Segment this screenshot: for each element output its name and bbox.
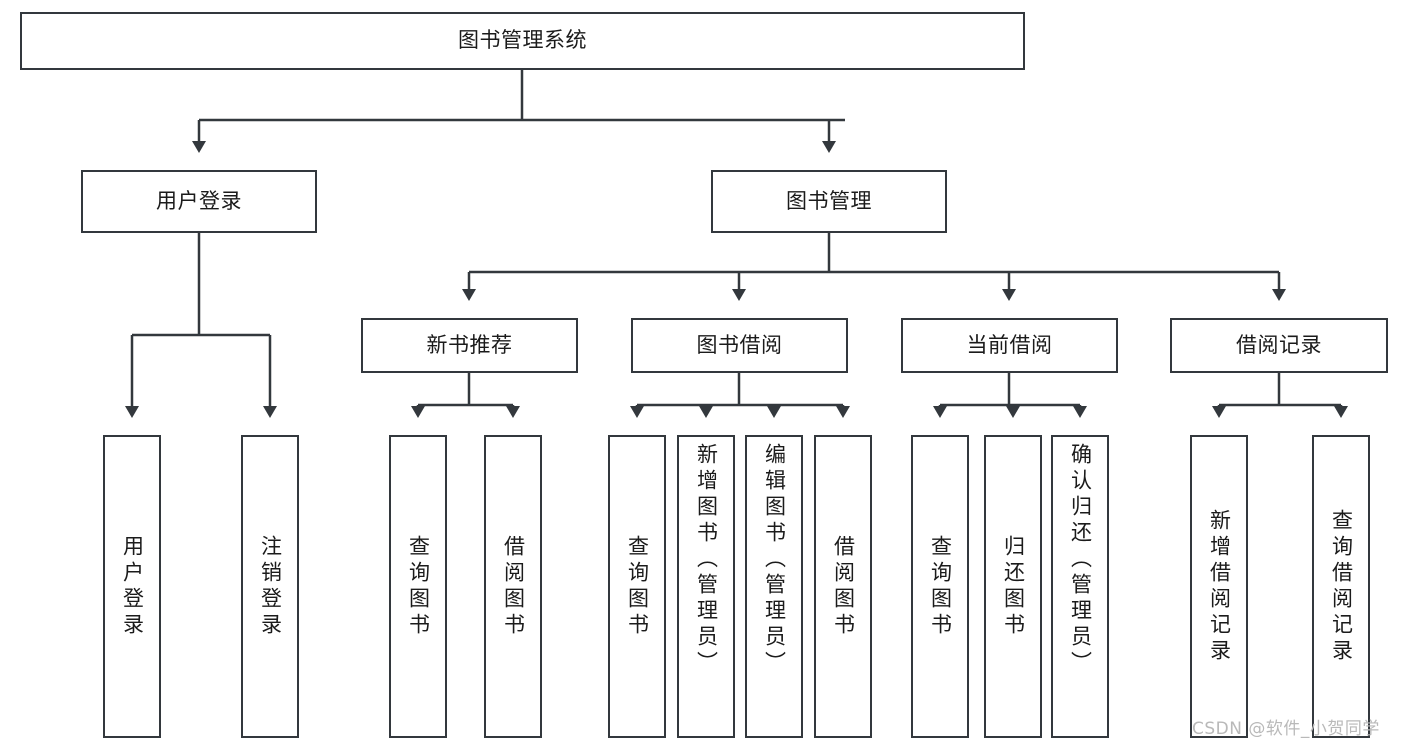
- node-leaf-user-login-label: 用户登录: [120, 534, 145, 639]
- node-leaf-add-book-label: 新增图书（管理员）: [694, 443, 719, 677]
- node-book-borrow-label: 图书借阅: [696, 332, 783, 357]
- node-leaf-confirm-return[interactable]: 确认归还（管理员）: [1051, 435, 1109, 738]
- node-leaf-add-book[interactable]: 新增图书（管理员）: [677, 435, 735, 738]
- node-leaf-borrow-book-1[interactable]: 借阅图书: [484, 435, 542, 738]
- node-leaf-borrow-book-2-label: 借阅图书: [831, 534, 856, 639]
- node-new-book-rec-label: 新书推荐: [426, 332, 513, 357]
- node-user-login-label: 用户登录: [156, 188, 242, 213]
- node-leaf-return-book[interactable]: 归还图书: [984, 435, 1042, 738]
- node-leaf-edit-book[interactable]: 编辑图书（管理员）: [745, 435, 803, 738]
- node-book-manage[interactable]: 图书管理: [711, 170, 947, 233]
- node-leaf-borrow-book-1-label: 借阅图书: [501, 534, 526, 639]
- node-current-borrow-label: 当前借阅: [966, 332, 1053, 357]
- node-current-borrow[interactable]: 当前借阅: [901, 318, 1118, 373]
- node-leaf-query-book-2-label: 查询图书: [625, 534, 650, 639]
- node-leaf-query-book-1[interactable]: 查询图书: [389, 435, 447, 738]
- node-leaf-query-record[interactable]: 查询借阅记录: [1312, 435, 1370, 738]
- node-book-borrow[interactable]: 图书借阅: [631, 318, 848, 373]
- node-leaf-query-book-2[interactable]: 查询图书: [608, 435, 666, 738]
- node-borrow-record[interactable]: 借阅记录: [1170, 318, 1388, 373]
- node-root-label: 图书管理系统: [458, 28, 587, 53]
- node-leaf-add-record-label: 新增借阅记录: [1207, 508, 1232, 665]
- node-new-book-rec[interactable]: 新书推荐: [361, 318, 578, 373]
- node-leaf-borrow-book-2[interactable]: 借阅图书: [814, 435, 872, 738]
- node-book-manage-label: 图书管理: [786, 188, 872, 213]
- node-leaf-user-logout-label: 注销登录: [258, 534, 283, 639]
- watermark: CSDN @软件_小贺同学: [1192, 719, 1380, 739]
- node-leaf-return-book-label: 归还图书: [1001, 534, 1026, 639]
- node-leaf-user-login[interactable]: 用户登录: [103, 435, 161, 738]
- node-leaf-query-book-3-label: 查询图书: [928, 534, 953, 639]
- node-leaf-query-record-label: 查询借阅记录: [1329, 508, 1354, 665]
- node-leaf-confirm-return-label: 确认归还（管理员）: [1068, 443, 1093, 677]
- node-leaf-query-book-3[interactable]: 查询图书: [911, 435, 969, 738]
- node-user-login[interactable]: 用户登录: [81, 170, 317, 233]
- node-leaf-edit-book-label: 编辑图书（管理员）: [762, 443, 787, 677]
- node-leaf-query-book-1-label: 查询图书: [406, 534, 431, 639]
- node-borrow-record-label: 借阅记录: [1236, 332, 1322, 357]
- node-leaf-user-logout[interactable]: 注销登录: [241, 435, 299, 738]
- node-leaf-add-record[interactable]: 新增借阅记录: [1190, 435, 1248, 738]
- node-root[interactable]: 图书管理系统: [20, 12, 1025, 70]
